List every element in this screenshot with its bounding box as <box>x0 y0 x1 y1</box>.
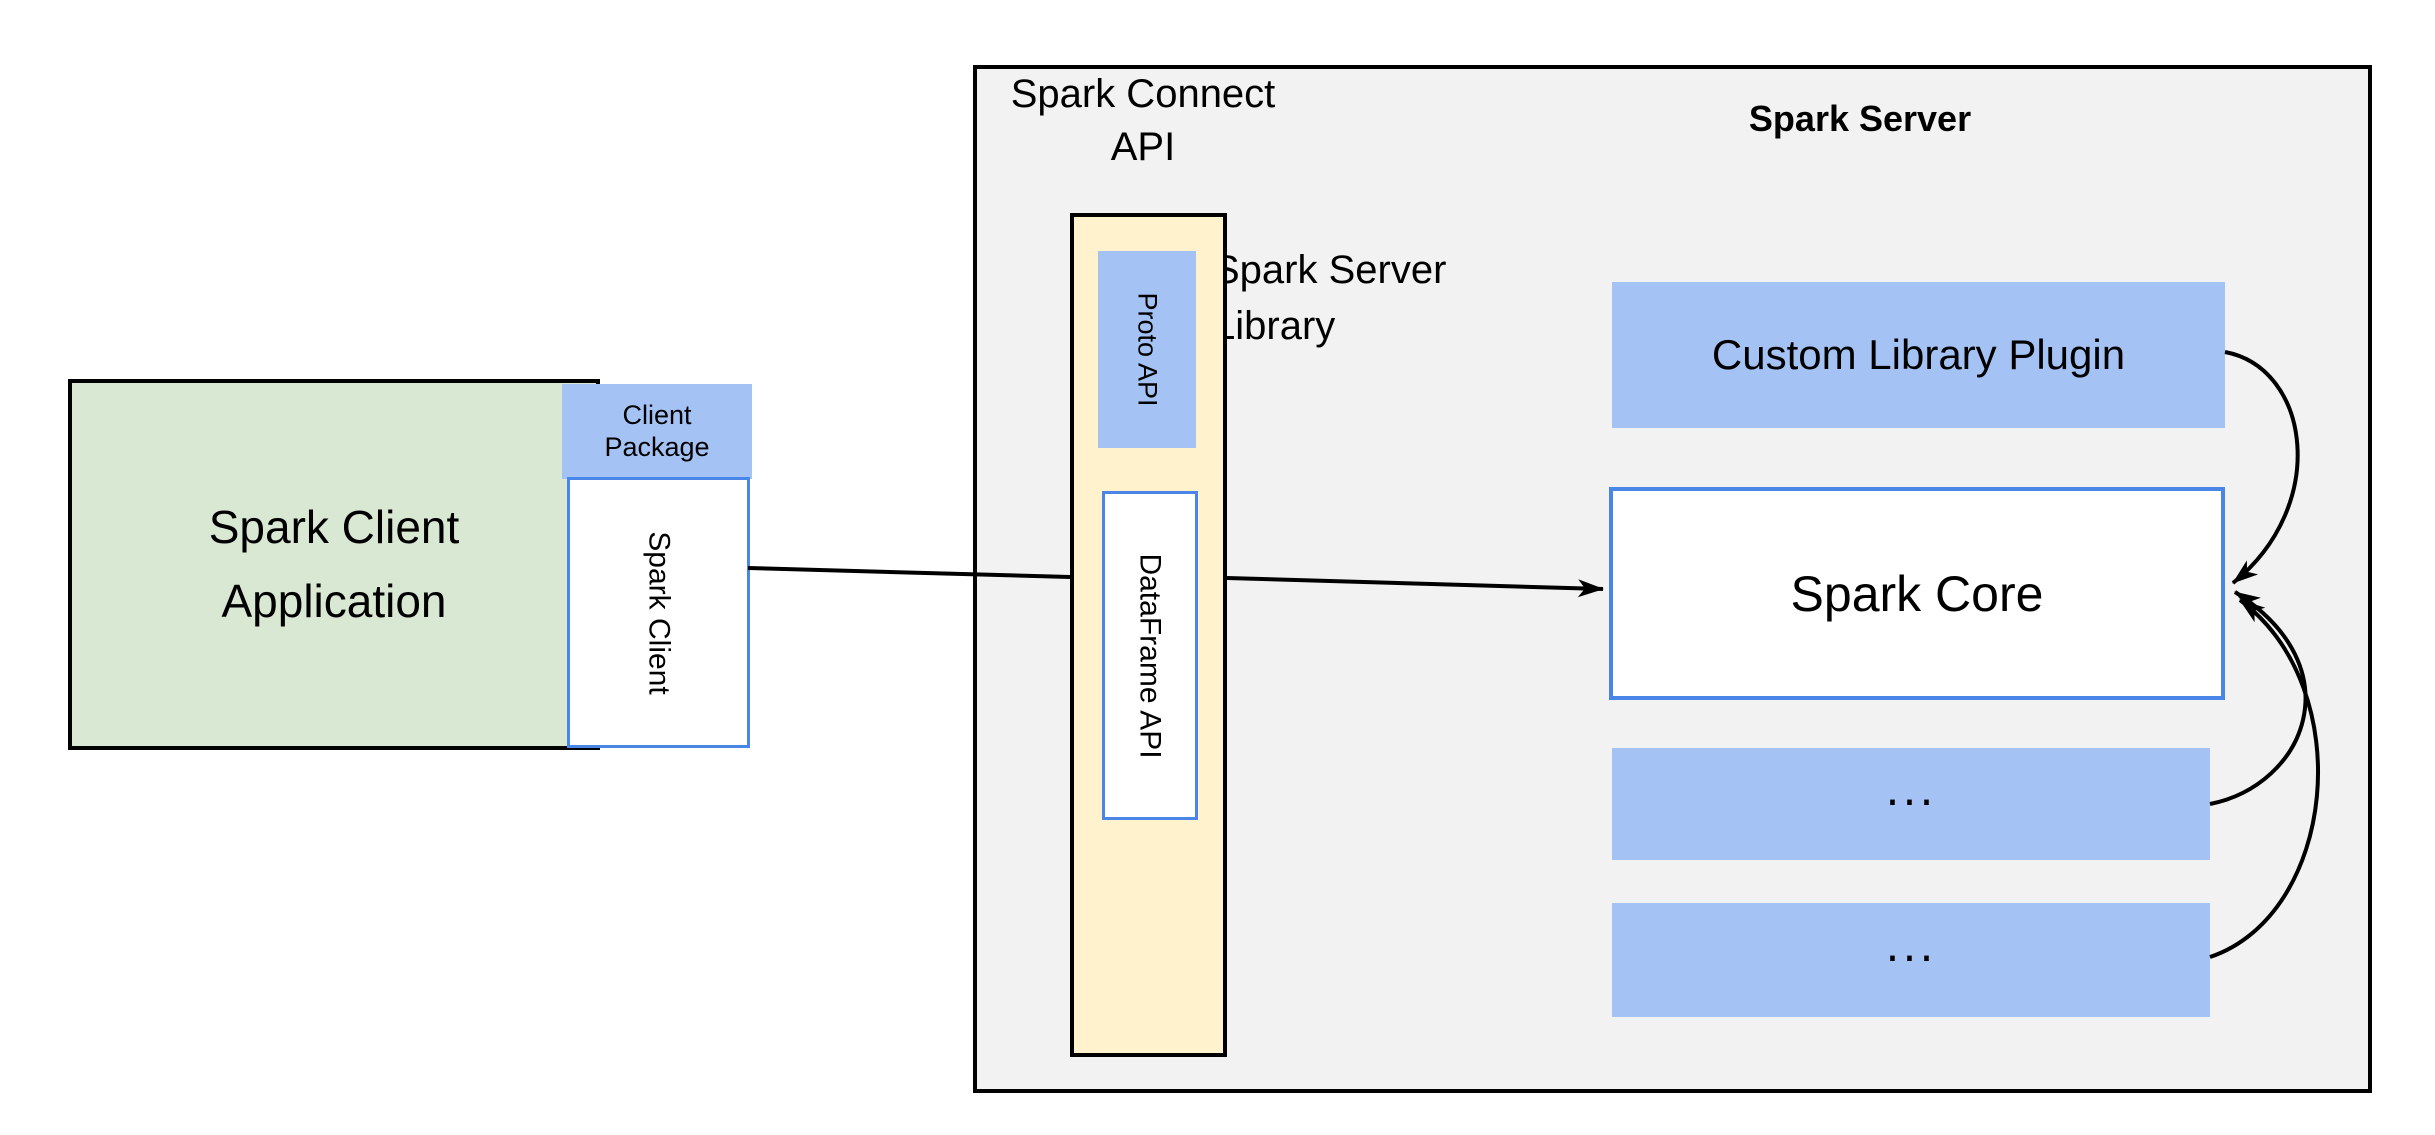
spark-core-box: Spark Core <box>1609 487 2225 700</box>
spark-client-application-box: Spark Client Application <box>68 379 600 750</box>
spark-server-library-label: Spark Server Library <box>1213 248 1447 348</box>
plugin-slot-1-label: ... <box>1885 764 1937 816</box>
spark-server-title: Spark Server <box>1748 98 1972 139</box>
dataframe-api-box: DataFrame API <box>1102 491 1198 820</box>
proto-api-box: Proto API <box>1098 251 1196 448</box>
spark-client-box: Spark Client <box>567 477 750 748</box>
spark-client-label: Spark Client <box>642 530 676 695</box>
plugin-slot-2-label: ... <box>1885 920 1937 972</box>
proto-api-label: Proto API <box>1132 292 1163 407</box>
plugin-slot-2-box: ... <box>1612 903 2210 1017</box>
client-package-box: Client Package <box>562 384 752 479</box>
spark-client-application-label: Spark Client Application <box>208 500 460 627</box>
plugin-slot-1-box: ... <box>1612 748 2210 860</box>
spark-connect-api-title: Spark Connect API <box>1010 72 1276 170</box>
custom-library-plugin-box: Custom Library Plugin <box>1612 282 2225 428</box>
dataframe-api-label: DataFrame API <box>1134 552 1168 759</box>
